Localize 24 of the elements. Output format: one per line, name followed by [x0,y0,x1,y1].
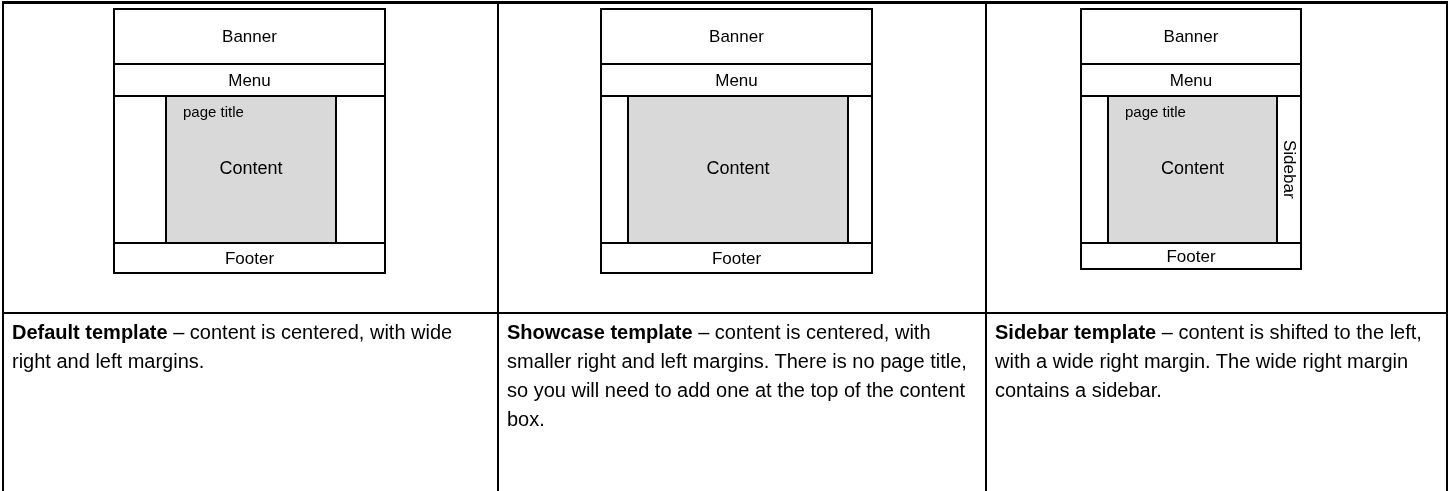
page-title-text: page title [183,103,244,122]
page-wireframe [1080,8,1302,270]
template-description: Showcase template – content is centered, with smaller right and left margins. There is no page title, so you will need to add one at the top of the content box. [507,320,968,432]
region-label: Menu [1169,71,1213,89]
region-label: Footer [711,249,762,267]
content-text: Content [1159,157,1225,180]
region-label: Banner [1163,28,1219,45]
region-label: Banner [709,28,764,45]
region-label: Menu [228,71,271,89]
region-label: Footer [1166,247,1216,265]
content-area [627,97,849,242]
page-title-text: page title [1125,103,1186,122]
region-label: Banner [222,28,277,45]
content-text: Content [218,157,284,180]
content-area [1107,97,1278,242]
template-description: Sidebar template – content is shifted to the left, with a wide right margin. The wide right margin contains a sidebar. [995,320,1423,403]
content-area [165,97,337,242]
region-label: Footer [224,249,275,267]
page-wireframe [113,8,386,274]
sidebar-text: Sidebar [1280,140,1298,199]
region-label: Menu [715,71,758,89]
page-wireframe [600,8,873,274]
content-text: Content [705,157,771,180]
template-description: Default template – content is centered, with wide right and left margins. [12,320,454,374]
